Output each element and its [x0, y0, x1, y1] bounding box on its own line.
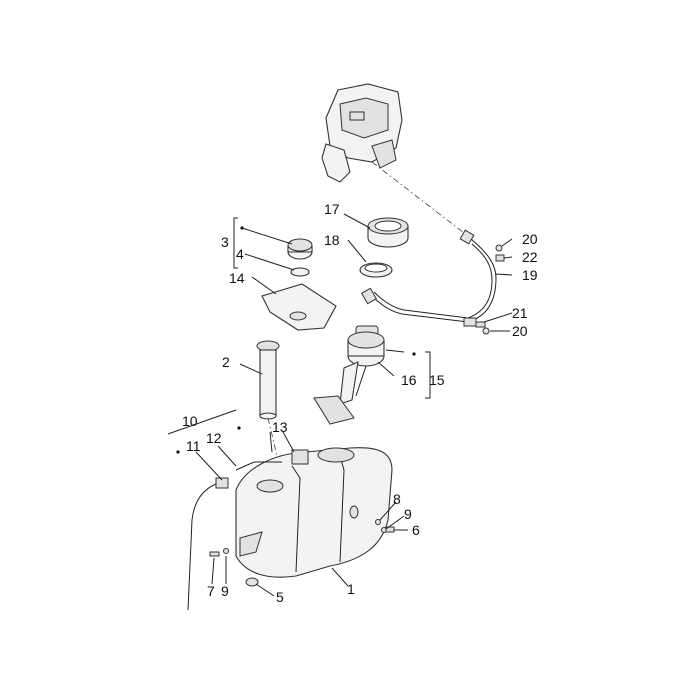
fuel-tank-part	[235, 447, 393, 578]
callout-label: 14	[229, 270, 245, 286]
callout-label: 19	[522, 267, 538, 283]
callout-label: 5	[276, 589, 284, 605]
callout-label: 20	[522, 231, 538, 247]
callout-label: 15	[429, 372, 445, 388]
callout-label: 9	[404, 506, 412, 522]
callout-label: 2	[222, 354, 230, 370]
ring-nut-part	[367, 217, 409, 248]
callout-label: 8	[393, 491, 401, 507]
callout-label: 10	[182, 413, 198, 429]
callout-label: 22	[522, 249, 538, 265]
callout-label: 9	[221, 583, 229, 599]
throttle-body-part	[321, 83, 403, 183]
callout-label: 18	[324, 232, 340, 248]
callout-label: 7	[207, 583, 215, 599]
gasket-part	[359, 262, 393, 278]
callout-label: 3	[221, 234, 229, 250]
hose-clamp-part	[459, 229, 475, 245]
cap-gasket-part	[290, 267, 310, 277]
hose-clamp-part	[463, 317, 477, 327]
callout-label: 13	[272, 419, 288, 435]
breather-pipe-part	[187, 483, 217, 611]
callout-label: 16	[401, 372, 417, 388]
callout-label: 4	[236, 246, 244, 262]
callout-label: 1	[347, 581, 355, 597]
filler-cap-part	[287, 238, 313, 260]
callout-label: 6	[412, 522, 420, 538]
callout-label: 21	[512, 305, 528, 321]
drain-plug-part	[245, 577, 259, 587]
filler-tray-part	[261, 283, 337, 331]
level-sensor-part	[256, 340, 280, 420]
callout-label: 17	[324, 201, 340, 217]
quick-coupler-part	[360, 287, 378, 305]
callout-label: 20	[512, 323, 528, 339]
fuel-pump-part	[313, 325, 385, 425]
callout-label: 12	[206, 430, 222, 446]
fuel-hose-part	[371, 237, 497, 323]
callout-label: 11	[186, 438, 201, 454]
